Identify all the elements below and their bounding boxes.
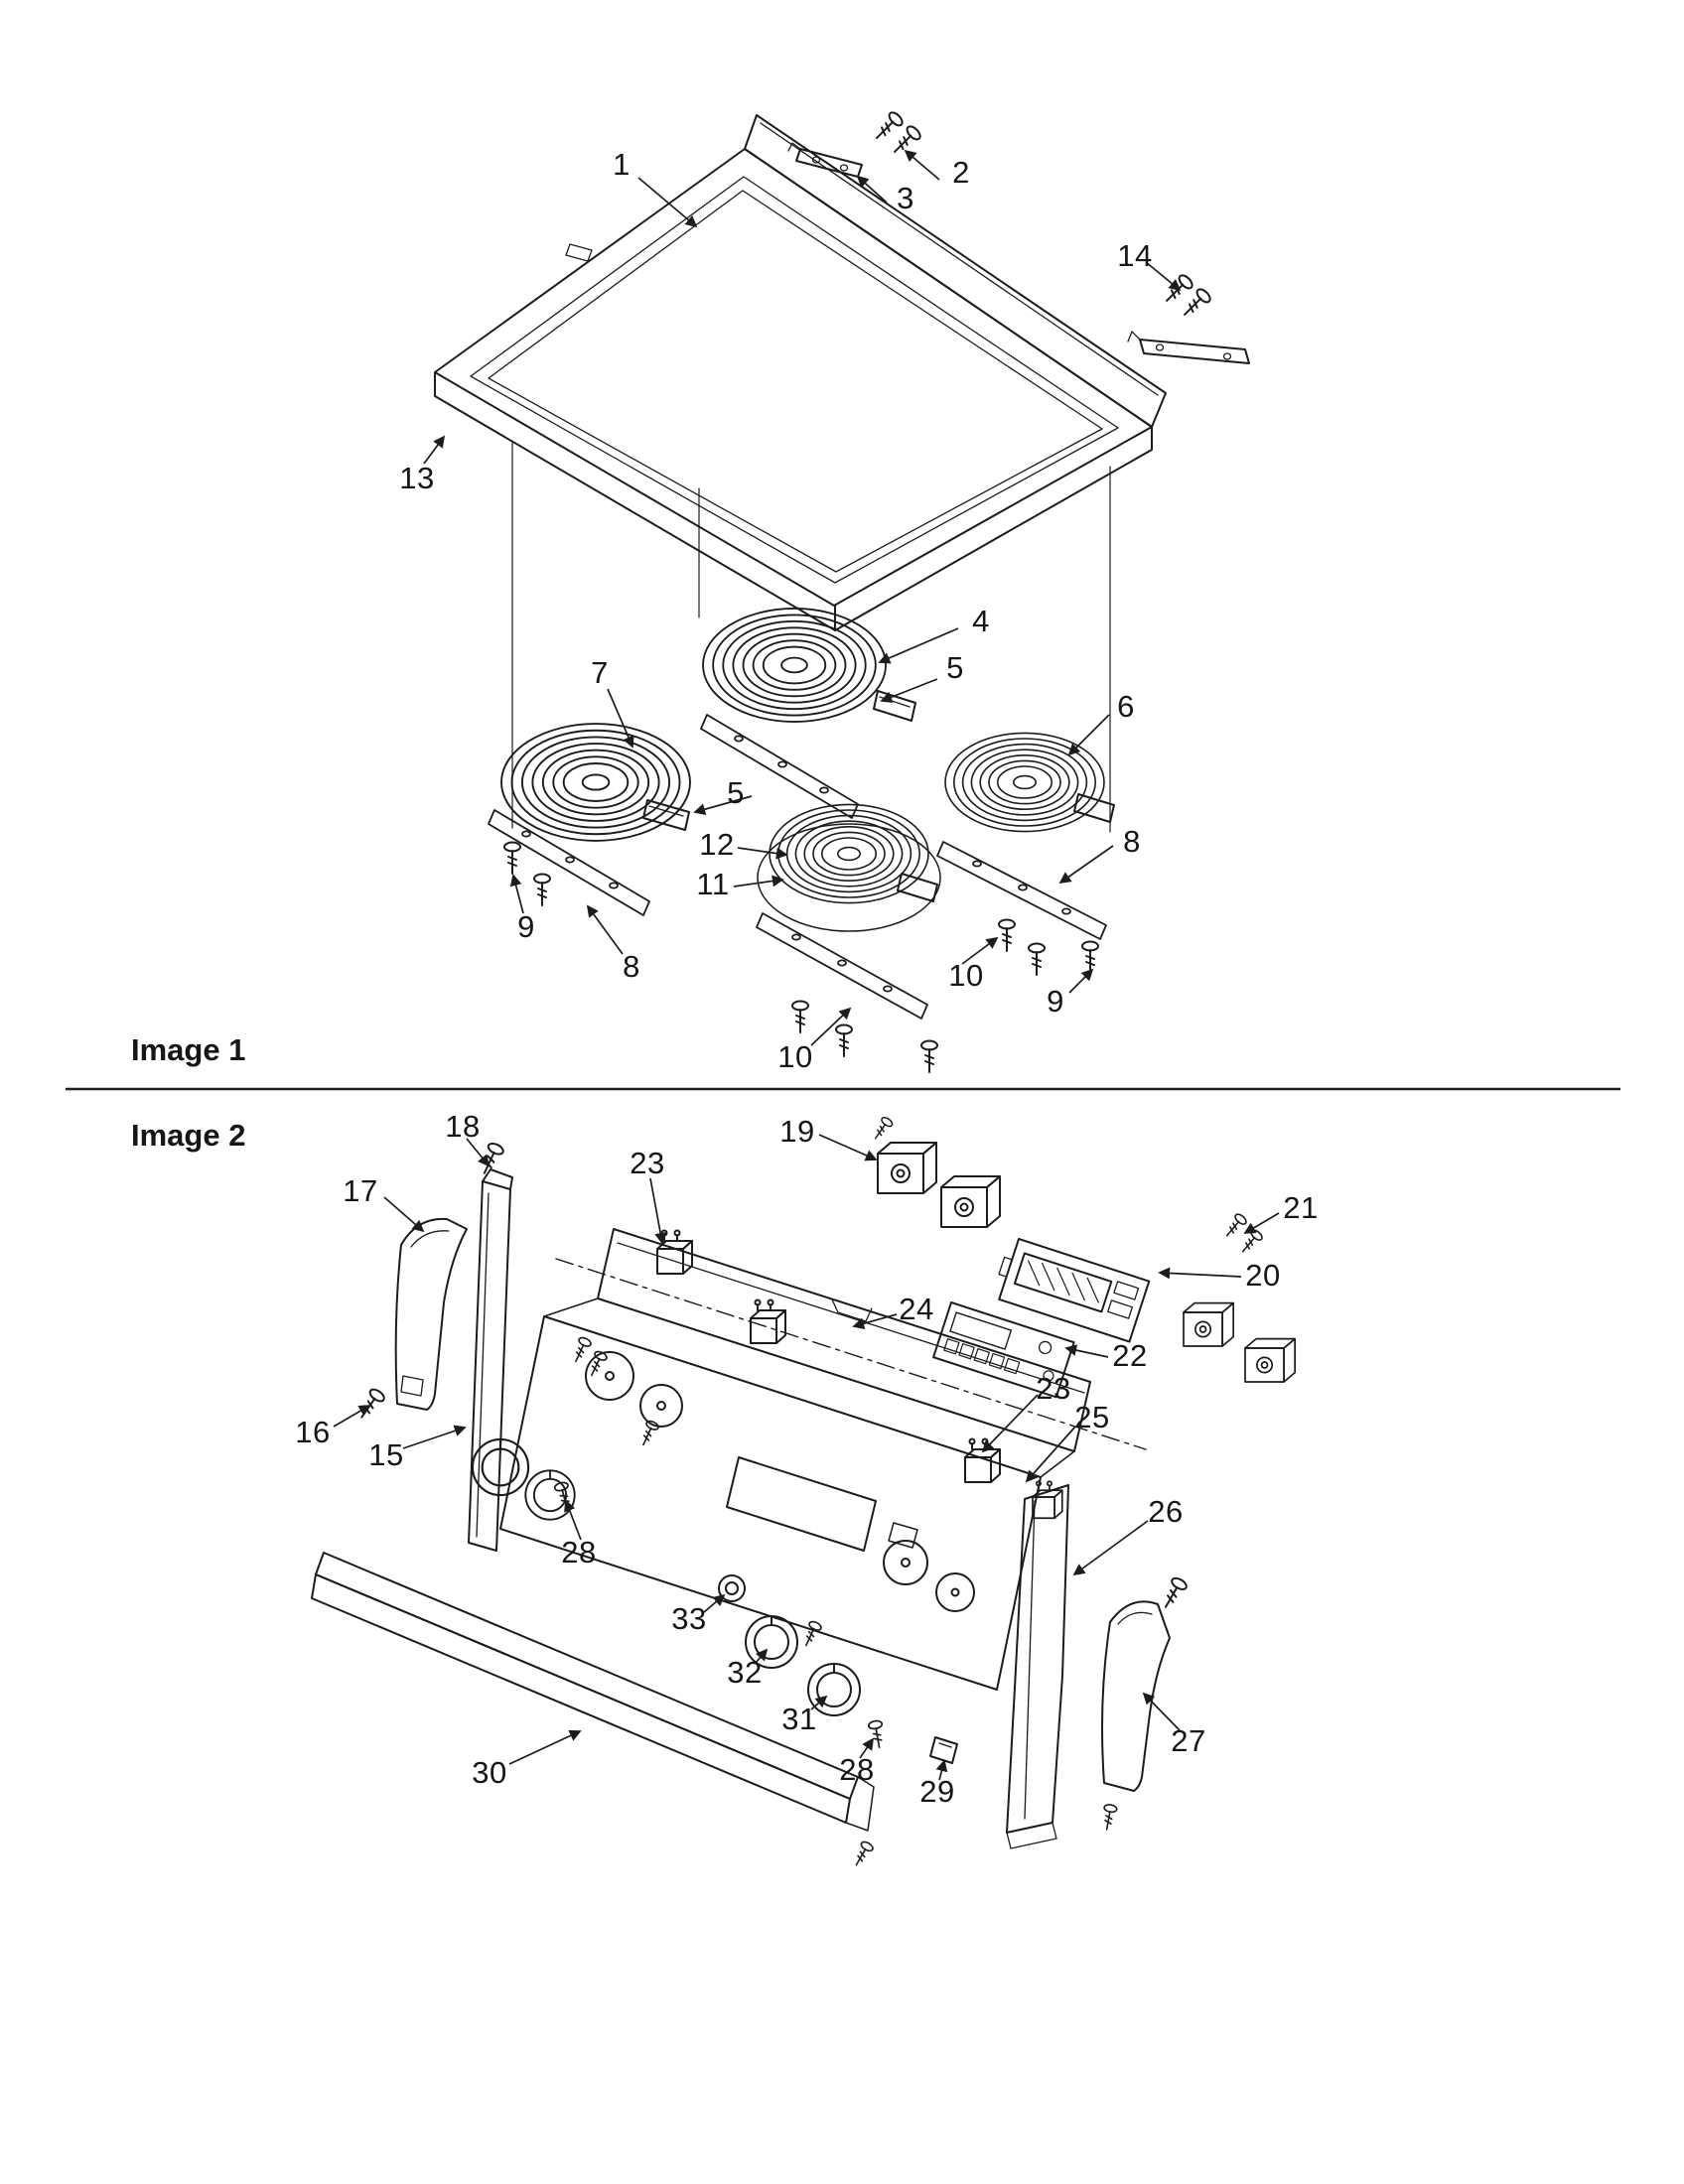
- right-side-panel: [1006, 1484, 1069, 1849]
- leader-lines: [333, 149, 1280, 1781]
- assembly-centerline: [555, 1258, 1147, 1450]
- control-overlay: [932, 1301, 1075, 1399]
- left-end-cap: [394, 1217, 468, 1411]
- screw: [867, 1718, 888, 1750]
- hinge-bracket: [1127, 331, 1250, 364]
- switch-small: [750, 1298, 786, 1344]
- screw: [850, 1839, 876, 1869]
- screw: [1099, 1803, 1119, 1832]
- screw: [1178, 286, 1213, 322]
- screw: [888, 123, 923, 159]
- left-trim-strip: [468, 1168, 513, 1552]
- switch-small: [964, 1437, 1001, 1483]
- screw: [799, 1619, 824, 1649]
- lower-trim: [311, 1552, 875, 1832]
- surface-element-left: [500, 723, 691, 842]
- screw: [353, 1386, 387, 1424]
- rail-screws: [503, 841, 1099, 1073]
- projection-lines: [511, 442, 1111, 833]
- backguard-exploded-view: [311, 1115, 1297, 1869]
- brand-badge: [565, 243, 593, 262]
- switch-large: [940, 1175, 1001, 1228]
- cooktop-exploded-view: [434, 109, 1250, 1073]
- switch-large: [1183, 1301, 1235, 1347]
- main-top: [434, 114, 1167, 631]
- clock-control: [998, 1238, 1151, 1343]
- screw: [636, 1419, 661, 1448]
- element-support-rails: [488, 714, 1107, 1020]
- screw: [870, 1115, 895, 1143]
- screw: [1236, 1227, 1265, 1257]
- switch-small: [1032, 1480, 1063, 1520]
- surface-element-front-center: [757, 803, 941, 932]
- surface-element-right: [944, 732, 1115, 833]
- screw: [1158, 1574, 1190, 1612]
- screw: [569, 1335, 594, 1365]
- control-panel: [499, 1258, 1147, 1691]
- screw: [1220, 1211, 1249, 1241]
- retainer-clip: [929, 1736, 958, 1764]
- switch-large: [877, 1142, 937, 1194]
- control-knobs: [471, 1437, 861, 1716]
- screw: [476, 1140, 506, 1178]
- rear-trim-bracket: [787, 142, 863, 178]
- surface-element-rear-center: [702, 608, 916, 723]
- screw: [870, 109, 906, 145]
- switch-large: [1244, 1337, 1297, 1383]
- right-end-cap: [1101, 1600, 1171, 1792]
